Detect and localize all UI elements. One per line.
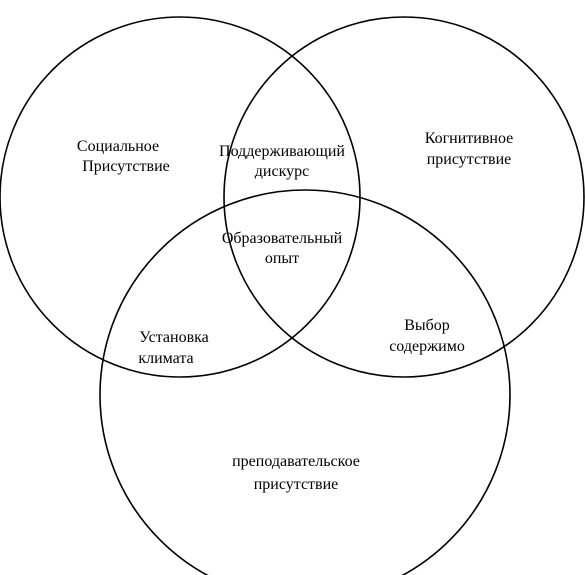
svg-text:Установка: Установка bbox=[139, 329, 209, 346]
svg-text:опыт: опыт bbox=[265, 250, 299, 267]
cognitive-presence-label: Когнитивное присутствие bbox=[425, 130, 514, 168]
svg-text:Социальное: Социальное bbox=[77, 138, 159, 155]
supportive-discourse-label: Поддерживающий дискурс bbox=[219, 143, 345, 180]
selecting-content-label: Выбор содержимо bbox=[389, 317, 465, 355]
svg-text:Когнитивное: Когнитивное bbox=[425, 130, 514, 147]
svg-text:присутствие: присутствие bbox=[427, 151, 512, 168]
svg-text:Присутствие: Присутствие bbox=[82, 158, 170, 175]
teaching-presence-circle bbox=[99, 189, 511, 575]
svg-text:Поддерживающий: Поддерживающий bbox=[219, 143, 345, 160]
educational-experience-label: Образовательный опыт bbox=[222, 230, 343, 267]
svg-text:преподавательское: преподавательское bbox=[232, 453, 360, 470]
svg-text:Выбор: Выбор bbox=[404, 317, 450, 334]
setting-climate-label: Установка климата bbox=[138, 329, 208, 367]
social-presence-circle bbox=[0, 16, 361, 378]
svg-text:климата: климата bbox=[138, 350, 193, 367]
svg-text:дискурс: дискурс bbox=[255, 163, 309, 180]
teaching-presence-label: преподавательское присутствие bbox=[232, 453, 360, 493]
svg-text:Образовательный: Образовательный bbox=[222, 230, 343, 247]
social-presence-label: Социальное Присутствие bbox=[77, 138, 170, 175]
svg-text:содержимо: содержимо bbox=[389, 338, 465, 355]
cognitive-presence-circle bbox=[223, 16, 585, 378]
svg-text:присутствие: присутствие bbox=[254, 476, 339, 493]
